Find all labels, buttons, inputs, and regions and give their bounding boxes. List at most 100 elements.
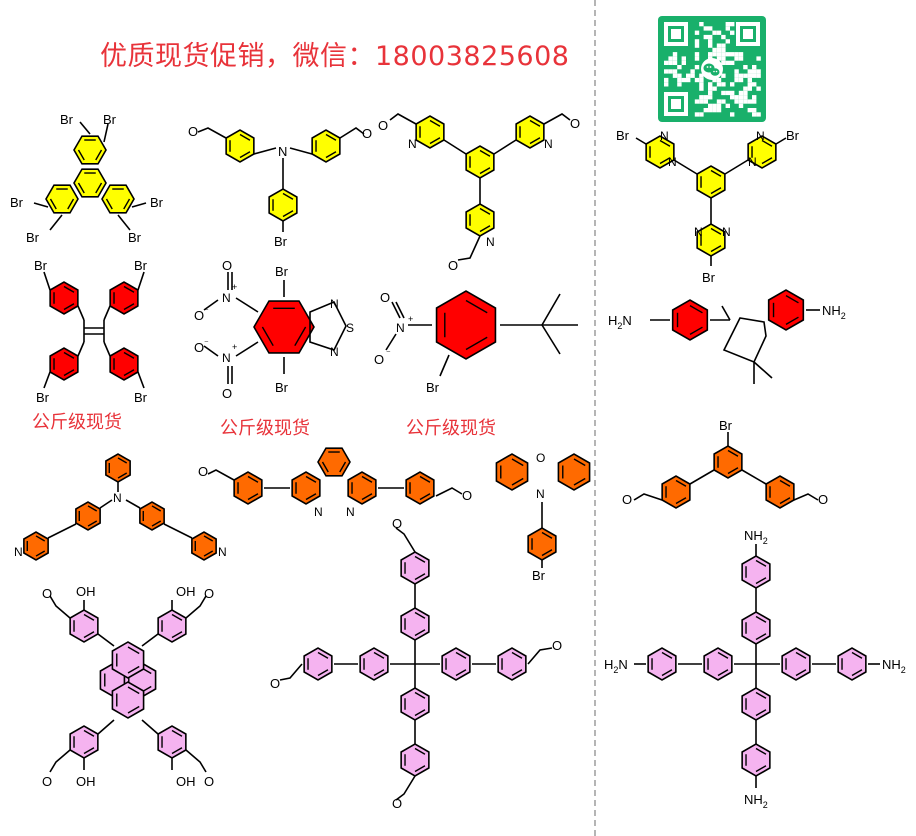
double-bond [779, 479, 791, 487]
qr-module [703, 99, 708, 104]
atom-o: O [392, 516, 402, 531]
tris-pyridyl-benzene-trialdehyde[interactable]: N N N O O O [378, 113, 580, 273]
double-bond [675, 497, 687, 505]
qr-module [721, 56, 726, 61]
double-bond [573, 477, 586, 486]
qr-module [747, 99, 752, 104]
qr-code-icon[interactable] [658, 16, 766, 122]
pyrene-tetrakis-salicylaldehyde[interactable]: OH OH OH OH O O O O [42, 584, 214, 789]
diamino-phenylindane[interactable]: H2N NH2 [608, 289, 846, 384]
atom-o: O [378, 118, 388, 133]
qr-module [664, 77, 669, 83]
atom-n: N [748, 155, 757, 169]
double-bond [710, 245, 722, 253]
double-bond [465, 336, 488, 351]
tetrakis-bromophenyl-ethylene[interactable]: Br Br Br Br [34, 258, 148, 405]
double-bond [239, 133, 251, 141]
dibromo-dinitro-benzothiadiazole[interactable]: N S N Br Br N N + + O O O O ⁻ ⁻ [194, 258, 354, 401]
bromo-terphenyl-dialdehyde[interactable]: Br O O [622, 418, 828, 509]
double-bond [755, 691, 767, 699]
tetrakis-aminobiphenyl-methane[interactable]: NH2 NH2 H2N NH2 [604, 528, 906, 810]
qr-module [716, 99, 722, 104]
atom-n: N [408, 137, 417, 151]
bromophenyl-phenoxazine[interactable]: O N Br [495, 451, 591, 583]
qr-module [681, 60, 686, 65]
double-bond [294, 326, 307, 347]
qr-module [712, 30, 717, 35]
double-bond [755, 747, 767, 755]
double-bond [123, 285, 135, 293]
double-bond [541, 531, 553, 539]
atom-br: Br [34, 258, 48, 273]
qr-module [738, 103, 744, 108]
qr-module [743, 99, 748, 104]
double-bond [63, 285, 75, 293]
qr-module [734, 69, 739, 74]
qr-module [721, 60, 726, 65]
phenanthroline-bis-benzaldehyde[interactable]: N N O O [198, 447, 472, 519]
double-bond [779, 497, 791, 505]
qr-module [664, 82, 669, 87]
atom-n: N [694, 225, 703, 239]
atom-n: N [668, 155, 677, 169]
atom-br: Br [60, 112, 74, 127]
double-bond [414, 629, 426, 637]
atom-br: Br [702, 270, 716, 285]
qr-module [756, 73, 761, 78]
qr-module [716, 103, 722, 108]
bromo-triarylamine-dialdehyde[interactable]: N O O Br [188, 124, 372, 249]
qr-module [756, 112, 761, 117]
atom-br: Br [616, 128, 630, 143]
double-bond [117, 457, 128, 464]
qr-module [694, 56, 700, 61]
tris-bromopyrimidinyl-benzene[interactable]: N N N N N N Br Br Br [616, 128, 800, 285]
svg-text:+: + [232, 282, 237, 292]
qr-module [725, 52, 730, 57]
qr-module [747, 82, 752, 87]
qr-module [721, 47, 726, 53]
hexabromotriphenylene[interactable]: Br Br Br Br Br Br [10, 112, 164, 245]
double-bond [35, 550, 46, 557]
atom-h2n: H2N [604, 657, 628, 675]
double-bond [795, 651, 807, 659]
double-bond [414, 691, 426, 699]
qr-module [703, 26, 708, 31]
double-bond [123, 369, 135, 377]
qr-module [725, 90, 730, 96]
double-bond [710, 169, 722, 177]
double-bond [455, 669, 467, 677]
atom-oh: OH [176, 584, 196, 599]
double-bond [105, 198, 113, 210]
phenyl-bis-pyridylphenyl-amine[interactable]: N N N [14, 453, 227, 561]
qr-module [703, 95, 708, 100]
atom-br: Br [719, 418, 733, 433]
qr-module [703, 108, 708, 113]
qr-module [730, 82, 735, 87]
double-bond [511, 669, 523, 677]
qr-module [708, 26, 713, 31]
atom-o: O [188, 124, 198, 139]
double-bond [717, 669, 729, 677]
double-bond [87, 505, 98, 512]
double-bond [373, 669, 385, 677]
double-bond [282, 210, 294, 218]
double-bond [659, 157, 671, 165]
qr-module [716, 77, 722, 83]
tetrakis-biphenyl-aldehyde-methane[interactable]: O O O O [270, 516, 562, 811]
qr-module [730, 52, 735, 57]
qr-module [734, 77, 739, 83]
double-bond [203, 535, 214, 542]
qr-module [721, 43, 726, 48]
atom-h2n: H2N [608, 313, 632, 331]
qr-module [672, 73, 678, 78]
qr-module [712, 52, 717, 57]
double-bond [755, 559, 767, 567]
aromatic-ring [435, 290, 497, 360]
qr-module [664, 60, 669, 65]
bromo-nitro-tert-butylbenzene[interactable]: N + O O ⁻ Br [374, 290, 578, 395]
qr-module [716, 56, 722, 61]
qr-module [743, 73, 748, 78]
double-bond [151, 520, 162, 527]
double-bond [573, 458, 586, 467]
qr-module [694, 39, 700, 44]
